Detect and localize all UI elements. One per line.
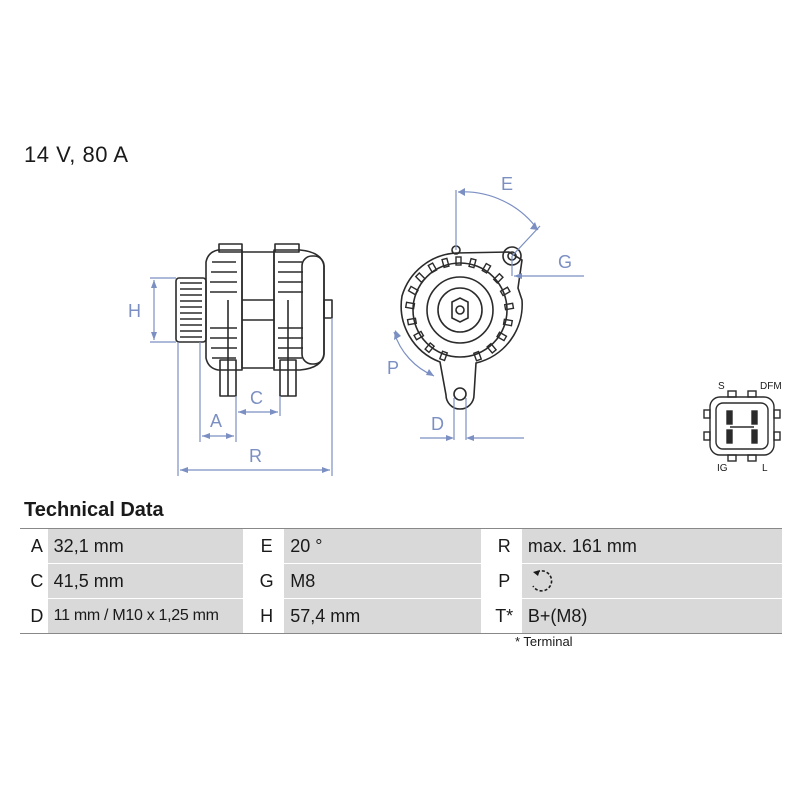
side-view-dimensions bbox=[150, 277, 333, 476]
table-row: C 41,5 mm G M8 P bbox=[20, 563, 782, 599]
rating-title: 14 V, 80 A bbox=[24, 142, 129, 167]
key-cell: T* bbox=[480, 598, 522, 634]
value-cell: B+(M8) bbox=[521, 598, 782, 634]
technical-data-table: A 32,1 mm E 20 ° R max. 161 mm C 41,5 mm… bbox=[20, 528, 782, 634]
connector-label-ig: IG bbox=[717, 463, 728, 474]
connector-label-l: L bbox=[762, 463, 768, 474]
value-cell: 11 mm / M10 x 1,25 mm bbox=[47, 598, 243, 634]
dim-label-a: A bbox=[210, 411, 222, 431]
technical-data-title: Technical Data bbox=[24, 499, 164, 521]
value-cell: M8 bbox=[284, 563, 481, 599]
value-cell: 32,1 mm bbox=[47, 528, 243, 564]
dim-label-d: D bbox=[431, 414, 444, 434]
value-cell: 20 ° bbox=[284, 528, 481, 564]
table-row: D 11 mm / M10 x 1,25 mm H 57,4 mm T* B+(… bbox=[20, 598, 782, 634]
front-view-dimensions bbox=[393, 190, 584, 440]
value-cell: 41,5 mm bbox=[47, 563, 243, 599]
key-cell: E bbox=[243, 528, 285, 564]
rotation-direction-cell bbox=[521, 563, 782, 599]
side-view bbox=[175, 243, 333, 397]
dim-label-c: C bbox=[250, 388, 263, 408]
dim-label-g: G bbox=[558, 252, 572, 272]
alternator-drawing: H A C R bbox=[128, 174, 782, 476]
value-cell: max. 161 mm bbox=[521, 528, 782, 564]
key-cell: H bbox=[243, 598, 285, 634]
key-cell: G bbox=[243, 563, 285, 599]
connector-label-dfm: DFM bbox=[760, 381, 782, 392]
pulley bbox=[175, 277, 207, 343]
key-cell: C bbox=[20, 563, 48, 599]
key-cell: D bbox=[20, 598, 48, 634]
dim-label-r: R bbox=[249, 446, 262, 466]
table-row: A 32,1 mm E 20 ° R max. 161 mm bbox=[20, 528, 782, 564]
value-cell: 57,4 mm bbox=[284, 598, 481, 634]
clockwise-rotation-icon bbox=[532, 570, 553, 592]
connector-plug bbox=[703, 390, 781, 462]
front-view bbox=[400, 245, 523, 410]
dim-label-p: P bbox=[387, 358, 399, 378]
terminal-footnote: * Terminal bbox=[515, 634, 573, 649]
key-cell: P bbox=[480, 563, 522, 599]
key-cell: A bbox=[20, 528, 48, 564]
dim-label-h: H bbox=[128, 301, 141, 321]
key-cell: R bbox=[480, 528, 522, 564]
dim-label-e: E bbox=[501, 174, 513, 194]
connector-label-s: S bbox=[718, 381, 725, 392]
